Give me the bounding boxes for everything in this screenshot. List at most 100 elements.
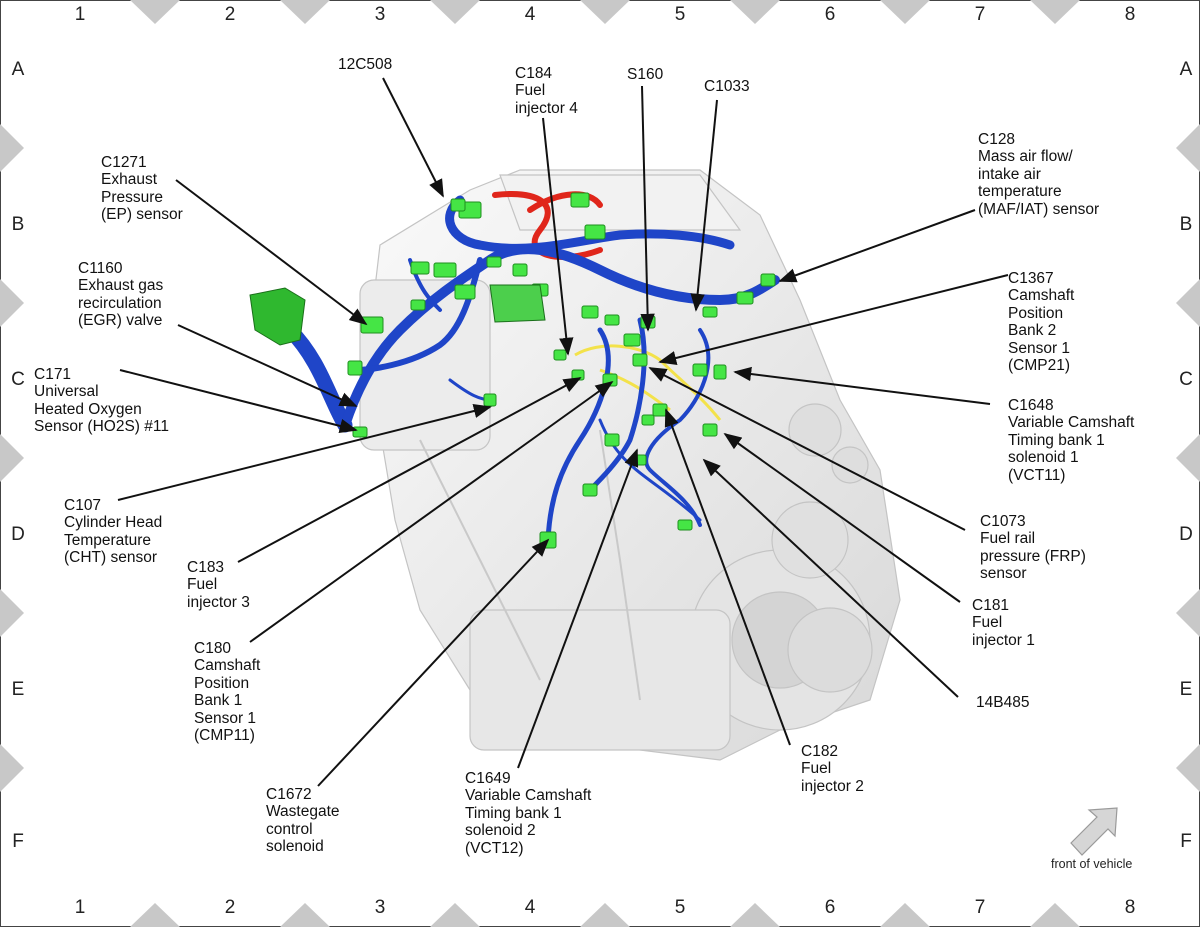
callout-line: Temperature bbox=[64, 531, 152, 549]
connector-icon bbox=[632, 353, 648, 367]
grid-column-7-top: 7 bbox=[974, 4, 986, 25]
connector-icon bbox=[760, 273, 776, 287]
callout-line: C107 bbox=[64, 497, 102, 514]
connector-icon bbox=[584, 224, 606, 240]
leader-line-c181 bbox=[723, 432, 961, 603]
callout-line: (VCT12) bbox=[465, 839, 524, 857]
grid-column-2-top: 2 bbox=[224, 4, 236, 25]
callout-line: C1073 bbox=[980, 513, 1026, 530]
grid-row-E-right: E bbox=[1179, 679, 1193, 700]
connector-icon bbox=[486, 256, 502, 268]
leader-line-c1672 bbox=[317, 538, 550, 787]
connector-icon bbox=[702, 423, 718, 437]
callout-line: Universal bbox=[34, 383, 99, 401]
grid-row-F-left: F bbox=[12, 831, 24, 852]
connector-icon bbox=[692, 363, 708, 377]
leader-line-c1649 bbox=[517, 448, 639, 769]
callout-line: solenoid 2 bbox=[465, 822, 536, 840]
grid-column-5-bottom: 5 bbox=[674, 897, 686, 918]
connector-icon bbox=[512, 263, 528, 277]
grid-row-E-left: E bbox=[11, 679, 25, 700]
callout-line: Cylinder Head bbox=[64, 514, 163, 532]
callout-line: injector 1 bbox=[972, 631, 1035, 649]
callout-line: 12C508 bbox=[338, 56, 393, 73]
connector-icon bbox=[454, 284, 476, 300]
connector-icon bbox=[433, 262, 457, 278]
callout-line: C1672 bbox=[266, 786, 312, 803]
leader-line-12c508 bbox=[382, 77, 444, 198]
front-of-vehicle-arrow-icon bbox=[1070, 807, 1118, 856]
connector-icon bbox=[677, 519, 693, 531]
grid-column-8-bottom: 8 bbox=[1124, 897, 1136, 918]
grid-column-1-top: 1 bbox=[74, 4, 86, 25]
callout-line: temperature bbox=[978, 183, 1062, 201]
connector-icon bbox=[641, 414, 655, 426]
callout-line: C181 bbox=[972, 597, 1010, 614]
connector-icon bbox=[553, 349, 567, 361]
callout-12c508: 12C508 bbox=[338, 56, 392, 73]
connector-icon bbox=[352, 426, 368, 438]
callout-line: (EGR) valve bbox=[78, 312, 163, 330]
leader-line-c1648 bbox=[733, 366, 991, 405]
connector-icon bbox=[702, 306, 718, 318]
leader-line-c180 bbox=[249, 380, 614, 643]
center-module bbox=[489, 284, 546, 323]
callout-c1033: C1033 bbox=[704, 78, 750, 95]
callout-s160: S160 bbox=[627, 66, 663, 83]
callout-line: Fuel rail bbox=[980, 530, 1036, 548]
egr-module bbox=[249, 287, 306, 346]
callout-line: Fuel bbox=[187, 576, 218, 594]
callout-line: Wastegate bbox=[266, 803, 340, 821]
callout-line: C183 bbox=[187, 559, 225, 576]
leader-line-c1271 bbox=[175, 179, 368, 326]
grid-column-8-top: 8 bbox=[1124, 4, 1136, 25]
grid-column-1-bottom: 1 bbox=[74, 897, 86, 918]
connector-icon bbox=[736, 291, 754, 305]
leader-line-c1073 bbox=[648, 367, 966, 531]
connector-icon bbox=[347, 360, 363, 376]
leader-line-c1033 bbox=[690, 99, 718, 312]
callout-line: (CHT) sensor bbox=[64, 549, 158, 567]
grid-row-C-right: C bbox=[1179, 369, 1193, 390]
callout-line: recirculation bbox=[78, 294, 162, 312]
callout-line: C1160 bbox=[78, 260, 123, 277]
callout-line: 14B485 bbox=[976, 694, 1030, 711]
callout-line: Variable Camshaft bbox=[465, 787, 592, 805]
callout-line: (CMP21) bbox=[1008, 357, 1071, 375]
connector-icon bbox=[360, 316, 384, 334]
callout-line: C128 bbox=[978, 131, 1016, 148]
connector-icon bbox=[581, 305, 599, 319]
grid-column-5-top: 5 bbox=[674, 4, 686, 25]
grid-column-4-bottom: 4 bbox=[524, 897, 536, 918]
grid-column-4-top: 4 bbox=[524, 4, 536, 25]
leader-line-c171 bbox=[119, 369, 358, 433]
leader-line-c184 bbox=[542, 117, 574, 356]
connector-icon bbox=[652, 403, 668, 417]
leader-line-c182 bbox=[664, 408, 791, 746]
callout-line: (VCT11) bbox=[1008, 466, 1066, 484]
callout-line: injector 2 bbox=[801, 777, 864, 795]
callout-line: Fuel bbox=[801, 760, 832, 778]
leader-line-c1160 bbox=[177, 324, 358, 407]
grid-row-B-right: B bbox=[1179, 214, 1193, 235]
callout-line: Camshaft bbox=[1008, 287, 1075, 305]
callout-line: sensor bbox=[980, 565, 1027, 583]
grid-row-C-left: C bbox=[11, 369, 25, 390]
grid-row-A-right: A bbox=[1179, 59, 1193, 80]
callout-line: (EP) sensor bbox=[101, 206, 183, 224]
callout-line: Bank 2 bbox=[1008, 322, 1057, 340]
connector-icon bbox=[582, 483, 598, 497]
callout-line: solenoid bbox=[266, 838, 324, 856]
callout-line: Sensor (HO2S) #11 bbox=[34, 418, 169, 436]
connector-icon bbox=[410, 261, 430, 275]
